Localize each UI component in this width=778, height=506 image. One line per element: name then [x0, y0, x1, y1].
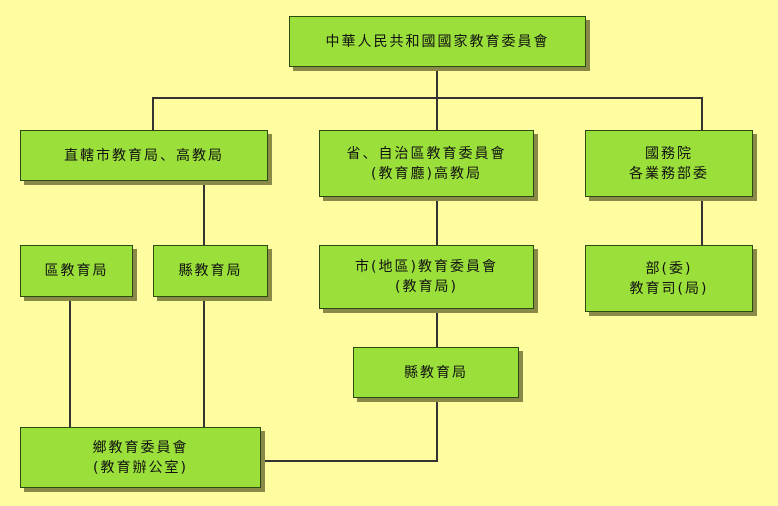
node-label: 縣教育局: [404, 364, 468, 381]
node-label-line1: 國務院: [645, 145, 693, 162]
connector-to-state-council: [701, 97, 703, 130]
node-municipal-education-bureau: 直轄市教育局、高教局: [20, 130, 268, 181]
node-label: 縣教育局: [178, 263, 243, 279]
node-label-line1: 市(地區)教育委員會: [355, 259, 498, 275]
connector-county-a-to-township: [203, 297, 205, 427]
node-county-education-bureau-b: 縣教育局: [353, 347, 519, 398]
connector-provincial-to-city: [436, 197, 438, 245]
connector-top-horizontal: [152, 97, 703, 99]
connector-root-down: [436, 67, 438, 99]
connector-city-to-county: [436, 309, 438, 347]
connector-to-municipal: [152, 97, 154, 130]
node-label-line2: (教育局): [395, 279, 458, 295]
node-label: 區教育局: [44, 263, 109, 279]
node-ministry-education-department: 部(委) 教育司(局): [585, 245, 753, 312]
node-label-line2: 各業務部委: [629, 165, 709, 182]
node-label-line1: 省、自治區教育委員會: [346, 145, 507, 162]
connector-to-provincial: [436, 97, 438, 130]
node-label: 直轄市教育局、高教局: [64, 147, 224, 164]
node-state-council-ministries: 國務院 各業務部委: [585, 130, 753, 197]
connector-county-b-down: [436, 398, 438, 462]
node-label: 中華人民共和國國家教育委員會: [325, 33, 550, 50]
connector-state-council-to-ministry: [701, 197, 703, 245]
connector-municipal-to-county: [203, 181, 205, 245]
connector-district-to-township: [69, 297, 71, 427]
node-provincial-education-commission: 省、自治區教育委員會 (教育廳)高教局: [319, 130, 534, 197]
node-township-education-commission: 鄉教育委員會 (教育辦公室): [20, 427, 261, 488]
node-label-line2: 教育司(局): [629, 280, 709, 297]
node-county-education-bureau-a: 縣教育局: [153, 245, 268, 297]
connector-county-b-to-township: [261, 460, 438, 462]
node-national-education-commission: 中華人民共和國國家教育委員會: [289, 16, 586, 67]
node-district-education-bureau: 區教育局: [20, 245, 133, 297]
node-city-education-commission: 市(地區)教育委員會 (教育局): [319, 245, 534, 309]
node-label-line2: (教育辦公室): [93, 459, 188, 476]
node-label-line1: 部(委): [645, 260, 693, 277]
node-label-line2: (教育廳)高教局: [371, 165, 482, 182]
node-label-line1: 鄉教育委員會: [92, 439, 189, 456]
